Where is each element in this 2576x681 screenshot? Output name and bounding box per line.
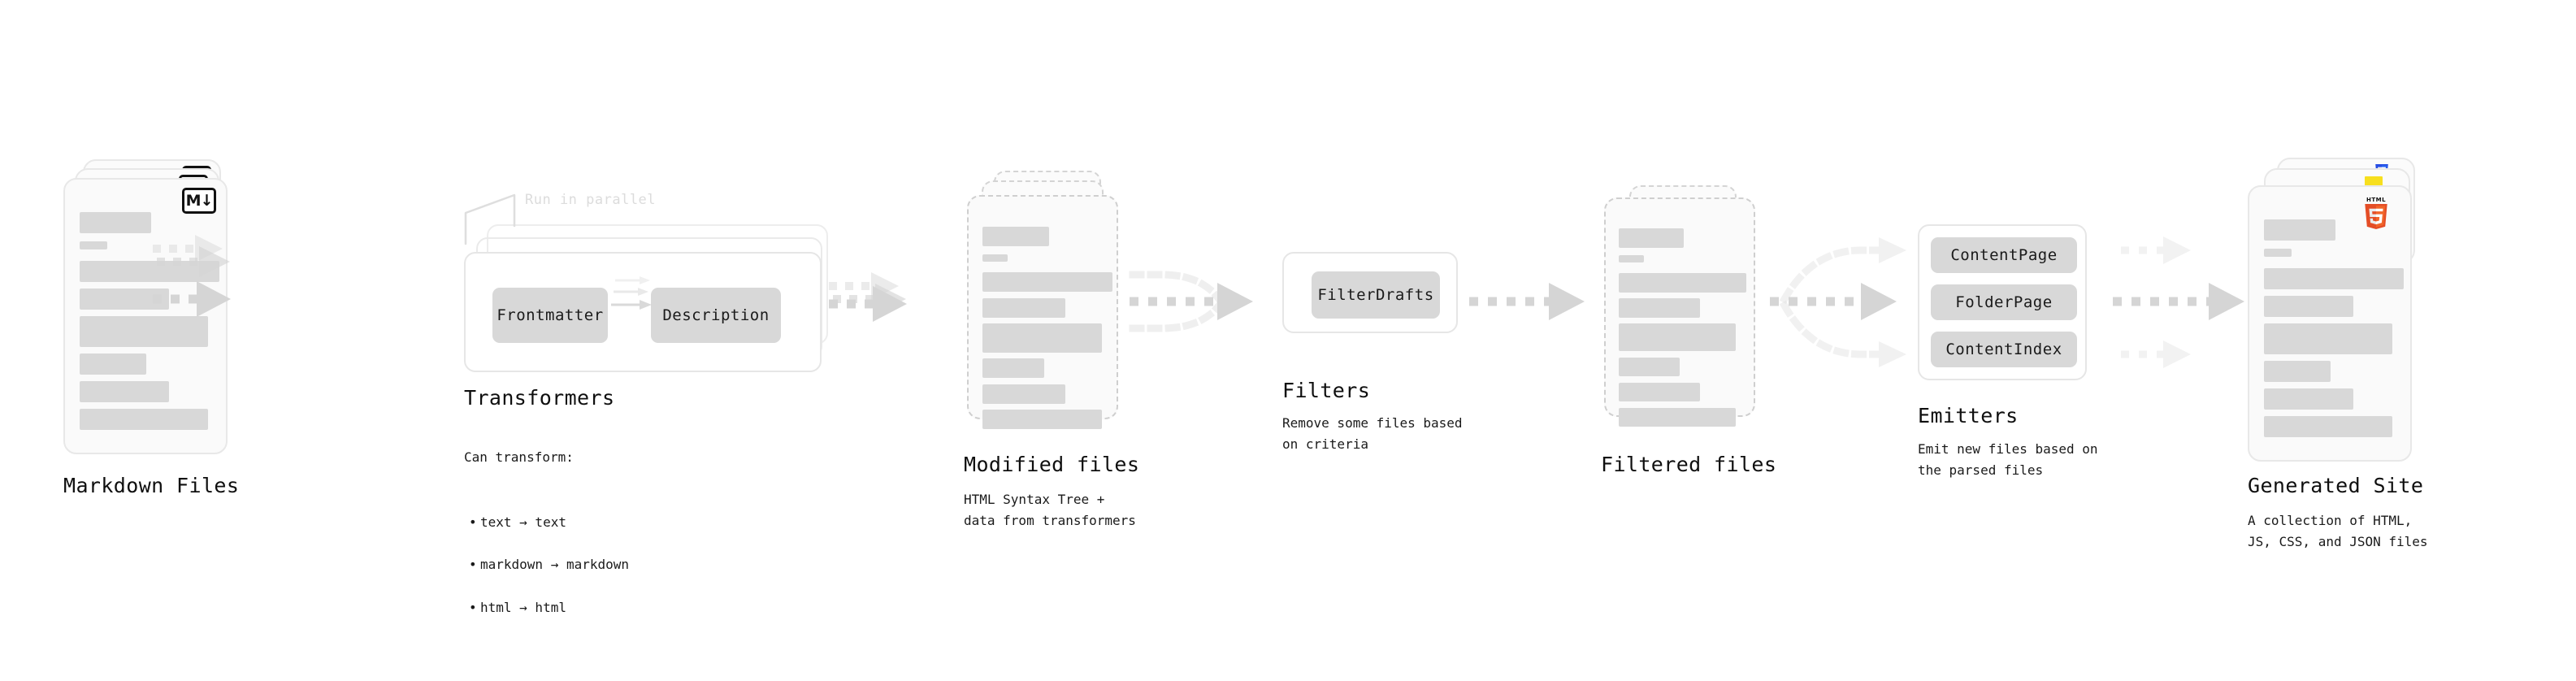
skeleton-row <box>80 409 208 430</box>
skeleton-row <box>982 384 1066 404</box>
html5-icon: HTML <box>2363 197 2389 229</box>
skeleton-row <box>80 354 146 375</box>
emitter-chip-contentindex[interactable]: ContentIndex <box>1931 332 2077 367</box>
skeleton-row <box>2264 416 2392 437</box>
transformers-intro-text: Can transform: <box>464 449 574 466</box>
skeleton-row <box>2264 249 2292 257</box>
filters-panel: FilterDrafts <box>1282 252 1458 333</box>
markdown-skeleton <box>65 180 226 453</box>
skeleton-row <box>1619 228 1685 249</box>
transformers-bullet-0: text → text <box>464 512 629 533</box>
skeleton-row <box>2264 323 2392 354</box>
modified-file-card-front <box>967 195 1118 430</box>
skeleton-row <box>80 241 107 249</box>
caption-title-markdown-files: Markdown Files <box>63 474 240 497</box>
skeleton-row <box>2264 388 2353 410</box>
skeleton-row <box>2264 268 2404 289</box>
skeleton-row <box>982 410 1102 430</box>
skeleton-row <box>982 254 1008 262</box>
site-file-card-front: HTML <box>2248 185 2412 462</box>
skeleton-row <box>2264 219 2335 241</box>
modified-skeleton <box>969 197 1117 430</box>
filtered-skeleton <box>1606 199 1754 427</box>
transformer-chip-description[interactable]: Description <box>651 288 781 343</box>
caption-title-emitters: Emitters <box>1918 404 2019 427</box>
caption-sub-transformers: Can transform: text → text markdown → ma… <box>464 426 629 661</box>
skeleton-row <box>1619 407 1737 427</box>
parallel-annotation-label: Run in parallel <box>525 192 657 208</box>
skeleton-row <box>80 316 208 347</box>
skeleton-row <box>80 212 151 233</box>
skeleton-row <box>1619 382 1701 402</box>
skeleton-row <box>1619 255 1645 263</box>
markdown-badge-front: M↓ <box>182 188 216 214</box>
caption-title-transformers-2: Transformers <box>464 386 615 410</box>
skeleton-row <box>982 272 1112 293</box>
markdown-badge-label: M↓ <box>185 191 214 210</box>
skeleton-row <box>982 297 1066 318</box>
caption-title-modified-files: Modified files <box>964 453 1140 476</box>
transformers-panel-front: Frontmatter Description <box>464 252 822 372</box>
caption-sub-filters: Remove some files based on criteria <box>1282 415 1463 453</box>
caption-title-filters: Filters <box>1282 379 1371 402</box>
skeleton-row <box>1619 297 1701 318</box>
emitter-chip-contentpage[interactable]: ContentPage <box>1931 237 2077 273</box>
skeleton-row <box>1619 273 1746 293</box>
transformer-chip-frontmatter[interactable]: Frontmatter <box>492 288 608 343</box>
transformers-bullet-1: markdown → markdown <box>464 554 629 575</box>
emitter-chip-folderpage[interactable]: FolderPage <box>1931 284 2077 320</box>
caption-title-generated-site: Generated Site <box>2248 474 2424 497</box>
filter-chip-filterdrafts[interactable]: FilterDrafts <box>1312 271 1440 319</box>
skeleton-row <box>1619 323 1737 352</box>
caption-sub-generated-site: A collection of HTML, JS, CSS, and JSON … <box>2248 513 2428 550</box>
filtered-file-card-front <box>1604 197 1755 427</box>
skeleton-row <box>2264 296 2353 317</box>
skeleton-row <box>80 381 169 402</box>
skeleton-row <box>80 288 169 310</box>
skeleton-row <box>80 261 219 282</box>
skeleton-row <box>1619 357 1680 377</box>
skeleton-row <box>982 227 1049 247</box>
site-skeleton <box>2249 187 2410 460</box>
transformers-bullet-list: text → text markdown → markdown html → h… <box>464 490 629 640</box>
caption-title-filtered-files: Filtered files <box>1601 453 1777 476</box>
markdown-file-card-front: M↓ <box>63 178 228 454</box>
emitters-panel: ContentPage FolderPage ContentIndex <box>1918 224 2087 380</box>
skeleton-row <box>2264 361 2331 382</box>
transformers-bullet-2: html → html <box>464 597 629 618</box>
skeleton-row <box>982 358 1044 379</box>
caption-sub-modified-files: HTML Syntax Tree + data from transformer… <box>964 492 1136 529</box>
caption-sub-emitters: Emit new files based on the parsed files <box>1918 441 2098 479</box>
skeleton-row <box>982 323 1102 353</box>
